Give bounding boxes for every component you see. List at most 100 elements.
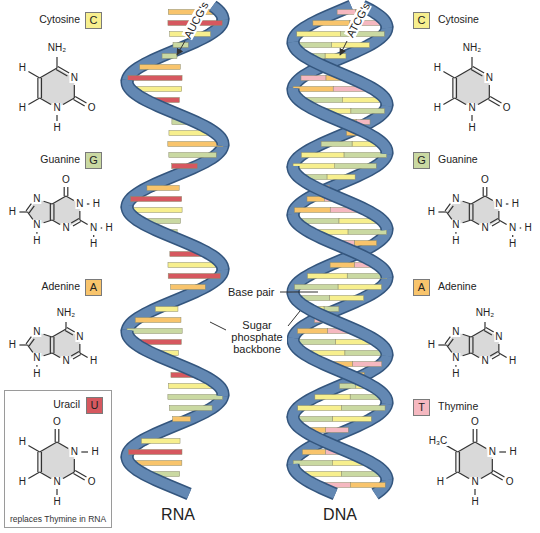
- chemical-bond: [463, 353, 472, 356]
- chemical-bond: [36, 365, 37, 367]
- atom-label: N: [508, 223, 517, 233]
- chemical-bond: [73, 355, 81, 359]
- chemical-bond: [490, 351, 498, 355]
- atom-label: N: [52, 103, 61, 113]
- chemical-bond: [483, 187, 484, 196]
- chemical-bond: [52, 220, 60, 224]
- chemical-bond: [56, 115, 57, 121]
- chemical-bond: [19, 344, 27, 345]
- rna-base: [140, 65, 181, 70]
- base-pair-rung: [338, 285, 382, 290]
- chemical-bond: [55, 429, 56, 442]
- atom-label: N: [451, 353, 460, 363]
- atom-label: H: [92, 199, 101, 209]
- sugar-phosphate-backbone: [127, 80, 223, 146]
- base-pair-rung: [298, 406, 342, 411]
- chemical-bond: [29, 339, 34, 346]
- chemical-bond: [485, 196, 493, 200]
- chemical-bond: [458, 442, 475, 452]
- base-name: Guanine: [40, 154, 80, 166]
- note-caption: replaces Thymine in RNA: [10, 515, 106, 524]
- base-pair-rung: [330, 263, 354, 268]
- atom-label: N: [61, 223, 70, 233]
- atom-label: N: [32, 220, 41, 230]
- base-pair-rung: [307, 274, 347, 279]
- chemical-bond: [452, 78, 453, 98]
- sugar-phosphate-backbone: [127, 206, 223, 270]
- atom-label: N: [467, 103, 476, 113]
- chemical-bond: [28, 345, 33, 352]
- backbone-edge: [127, 144, 223, 208]
- chemical-bond: [476, 429, 477, 442]
- chemical-bond: [50, 204, 51, 220]
- base-letter-box: A: [85, 279, 102, 296]
- atom-label: H: [89, 356, 98, 366]
- chemical-bond: [473, 429, 474, 442]
- atom-label: H: [32, 369, 41, 379]
- chemical-bond: [448, 339, 453, 346]
- atom-label: N: [451, 220, 460, 230]
- chemical-bond: [492, 459, 493, 472]
- chemical-bond: [28, 446, 39, 452]
- base-letter-box: G: [413, 152, 430, 169]
- atom-label: NH₂: [47, 43, 67, 53]
- chemical-bond: [74, 85, 75, 98]
- atom-label: H: [90, 447, 99, 457]
- chemical-bond: [58, 66, 69, 72]
- chemical-bond: [37, 452, 38, 472]
- base-structure: [438, 322, 506, 367]
- atom-label: H: [433, 103, 442, 113]
- base-pair-rung: [344, 153, 387, 158]
- base-structure: [19, 187, 102, 237]
- leader-line: [210, 322, 226, 330]
- base-pair-rung: [350, 483, 385, 488]
- rna-base: [173, 43, 188, 48]
- atom-label: N: [470, 477, 479, 487]
- chemical-bond: [484, 331, 492, 335]
- chemical-bond: [93, 235, 94, 237]
- chemical-bond: [492, 355, 500, 359]
- rna-base: [128, 450, 182, 455]
- chemical-bond: [446, 472, 457, 478]
- atom-label: H: [427, 207, 436, 217]
- backbone-edge: [127, 80, 223, 146]
- chemical-bond: [446, 445, 458, 452]
- pointer-label: AUCG's: [181, 0, 210, 40]
- atom-label: H: [89, 239, 98, 249]
- base-structure: [28, 57, 86, 121]
- sugar-phosphate-backbone: [213, 6, 223, 20]
- chemical-bond: [52, 329, 66, 337]
- chemical-bond: [520, 227, 521, 228]
- chemical-bond: [26, 337, 31, 344]
- chemical-bond: [41, 452, 42, 472]
- atom-label: N: [75, 332, 84, 342]
- chemical-bond: [459, 452, 460, 472]
- chemical-bond: [101, 227, 102, 228]
- chemical-bond: [481, 472, 492, 478]
- backbone-edge: [293, 292, 387, 356]
- chemical-bond: [40, 442, 57, 452]
- chemical-bond: [455, 98, 466, 104]
- atom-label: N: [61, 356, 70, 366]
- atom-label: O: [52, 417, 62, 427]
- chemical-bond: [474, 489, 475, 495]
- chemical-bond: [44, 334, 53, 337]
- sugar-phosphate-backbone: [293, 88, 387, 154]
- base-structure: [446, 429, 506, 495]
- backbone-edge: [127, 206, 223, 270]
- chemical-bond: [490, 96, 501, 102]
- callout-label: Base pair: [228, 286, 274, 298]
- chemical-bond: [80, 353, 88, 357]
- rna-base: [131, 197, 182, 202]
- sugar-phosphate-backbone: [127, 456, 189, 494]
- leader-line: [280, 292, 318, 293]
- base-letter: C: [90, 15, 98, 26]
- atom-label: NH₂: [475, 308, 495, 318]
- chemical-bond: [463, 201, 472, 204]
- chemical-bond: [438, 211, 446, 212]
- rna-base: [173, 417, 191, 422]
- atom-label: H: [105, 223, 114, 233]
- chemical-bond: [471, 57, 472, 68]
- chemical-bond: [490, 218, 498, 222]
